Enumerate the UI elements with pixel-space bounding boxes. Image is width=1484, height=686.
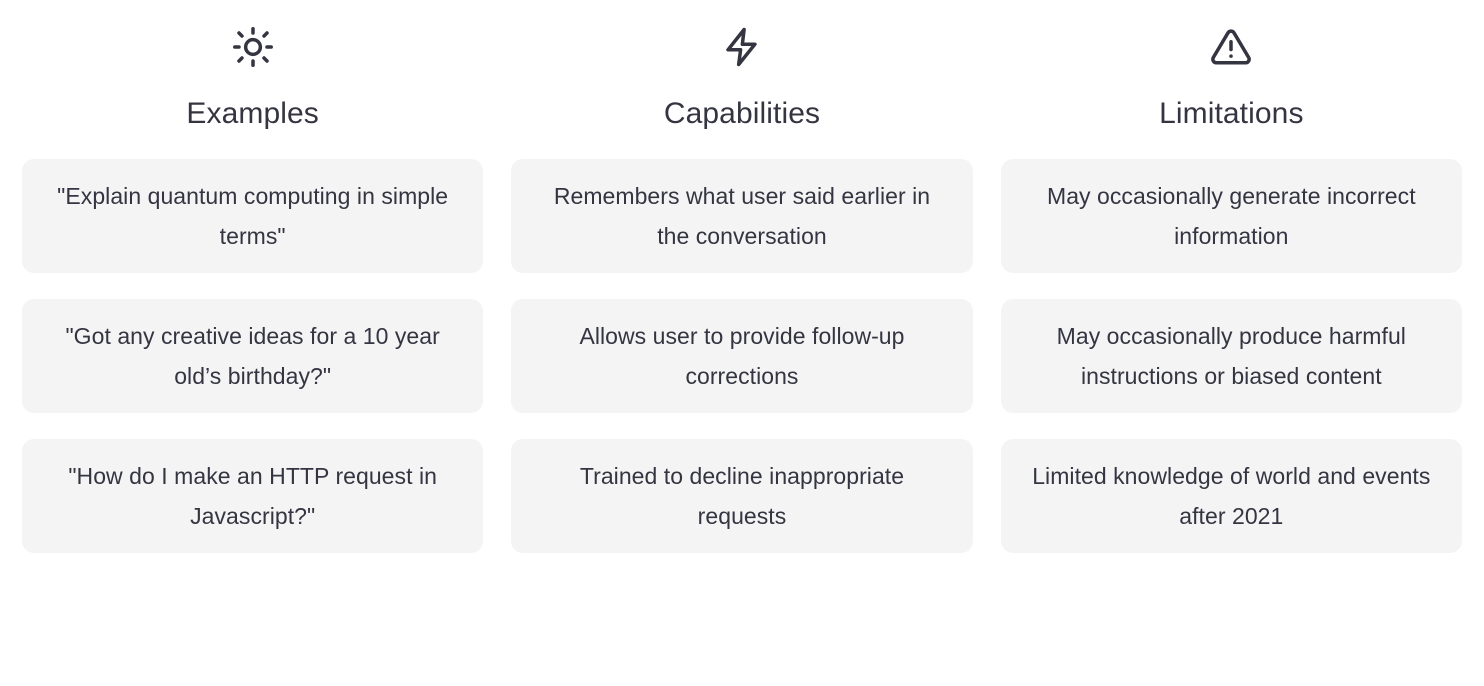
example-card[interactable]: "Explain quantum computing in simple ter… bbox=[22, 159, 484, 273]
column-capabilities: Capabilities Remembers what user said ea… bbox=[511, 0, 973, 553]
example-card[interactable]: "How do I make an HTTP request in Javasc… bbox=[22, 439, 484, 553]
zap-icon bbox=[719, 24, 765, 70]
column-examples: Examples "Explain quantum computing in s… bbox=[22, 0, 484, 553]
warning-triangle-icon bbox=[1208, 24, 1254, 70]
card-list-limitations: May occasionally generate incorrect info… bbox=[1000, 159, 1462, 553]
sun-icon bbox=[230, 24, 276, 70]
column-header-examples: Examples bbox=[22, 0, 483, 132]
column-title-limitations: Limitations bbox=[1159, 97, 1304, 130]
capability-card: Allows user to provide follow-up correct… bbox=[511, 299, 973, 413]
card-text: "How do I make an HTTP request in Javasc… bbox=[68, 463, 437, 529]
limitation-card: May occasionally generate incorrect info… bbox=[1000, 159, 1462, 273]
column-limitations: Limitations May occasionally generate in… bbox=[1000, 0, 1462, 553]
limitation-card: Limited knowledge of world and events af… bbox=[1000, 439, 1462, 553]
card-text: Trained to decline inappropriate request… bbox=[579, 463, 905, 529]
card-text: Allows user to provide follow-up correct… bbox=[579, 323, 905, 389]
limitation-card: May occasionally produce harmful instruc… bbox=[1000, 299, 1462, 413]
column-header-capabilities: Capabilities bbox=[511, 0, 972, 132]
column-header-limitations: Limitations bbox=[1001, 0, 1462, 132]
capability-card: Trained to decline inappropriate request… bbox=[511, 439, 973, 553]
card-text: "Got any creative ideas for a 10 year ol… bbox=[65, 323, 440, 389]
card-text: Limited knowledge of world and events af… bbox=[1032, 463, 1431, 529]
column-title-examples: Examples bbox=[186, 97, 319, 130]
card-text: May occasionally produce harmful instruc… bbox=[1056, 323, 1406, 389]
card-text: Remembers what user said earlier in the … bbox=[553, 183, 931, 249]
column-title-capabilities: Capabilities bbox=[663, 97, 821, 130]
card-text: May occasionally generate incorrect info… bbox=[1046, 183, 1416, 249]
card-text: "Explain quantum computing in simple ter… bbox=[57, 183, 449, 249]
card-list-capabilities: Remembers what user said earlier in the … bbox=[511, 159, 973, 553]
card-list-examples: "Explain quantum computing in simple ter… bbox=[22, 159, 484, 553]
example-card[interactable]: "Got any creative ideas for a 10 year ol… bbox=[22, 299, 484, 413]
capability-card: Remembers what user said earlier in the … bbox=[511, 159, 973, 273]
